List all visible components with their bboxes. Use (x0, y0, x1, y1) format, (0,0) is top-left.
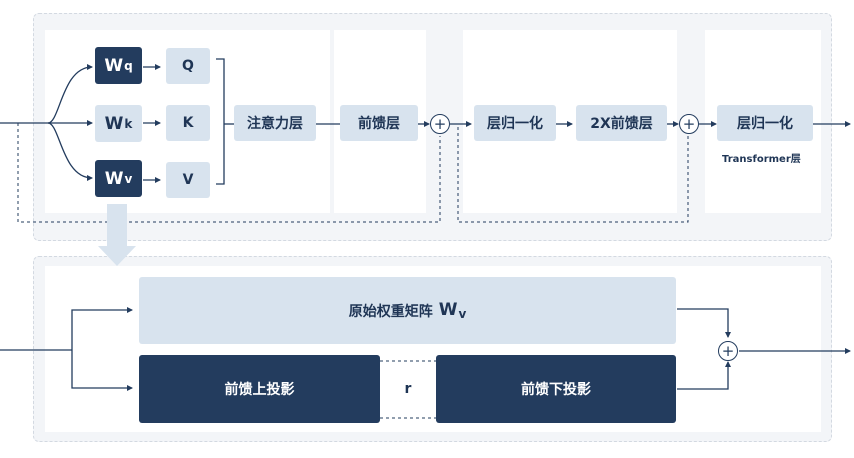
ffn-2x-box: 2X前馈层 (576, 105, 667, 141)
ffn-layer-box: 前馈层 (340, 105, 418, 141)
original-weight-symbol: Wv (439, 300, 467, 321)
transformer-layer-caption: Transformer层 (722, 154, 801, 165)
rank-label: r (404, 381, 412, 397)
original-weight-symbol-sub: v (458, 307, 467, 321)
wv-sub: v (124, 171, 133, 186)
wk-sub: k (124, 116, 133, 131)
original-weight-symbol-main: W (438, 300, 458, 320)
k-box: K (166, 105, 210, 141)
down-projection-box: 前馈下投影 (436, 355, 676, 423)
add-node-1: + (430, 114, 450, 134)
downward-arrow (98, 204, 136, 266)
attention-layer-box: 注意力层 (234, 105, 316, 141)
wv-main: W (104, 168, 124, 189)
wk-main: W (104, 113, 124, 134)
wq-sub: q (124, 58, 133, 73)
add-node-3: + (718, 341, 738, 361)
original-weight-box: 原始权重矩阵 Wv (139, 277, 676, 344)
layernorm-1-box: 层归一化 (474, 105, 556, 141)
up-projection-box: 前馈上投影 (139, 355, 380, 423)
layernorm-2-box: 层归一化 (717, 105, 813, 141)
v-box: V (166, 162, 210, 198)
q-box: Q (166, 48, 210, 84)
original-weight-label: 原始权重矩阵 (348, 303, 433, 320)
add-node-2: + (679, 114, 699, 134)
wq-main: W (104, 55, 124, 76)
